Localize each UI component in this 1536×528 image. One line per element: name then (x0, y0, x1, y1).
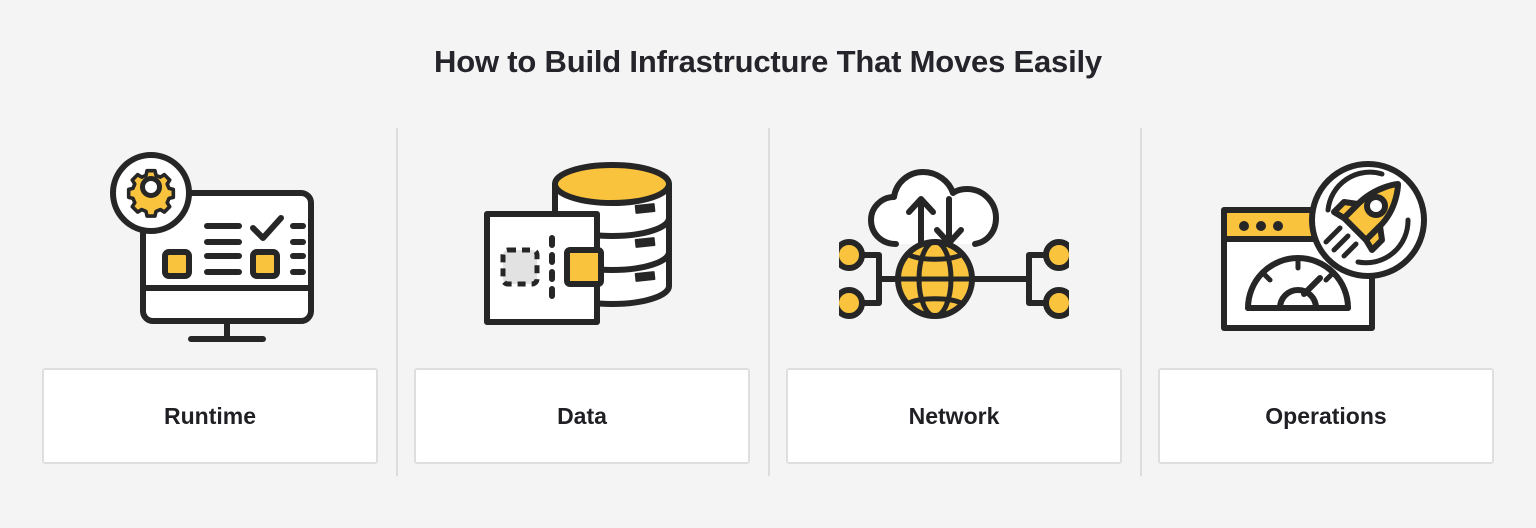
migration-card (484, 210, 604, 325)
operations-icon-wrap (1140, 128, 1512, 368)
category-label-runtime[interactable]: Runtime (42, 368, 378, 464)
node-dots-left (839, 238, 865, 319)
connector-lines-right (972, 251, 1052, 306)
browser-gauge-rocket-icon (1221, 161, 1427, 331)
gear-icon (126, 168, 175, 218)
connector-lines-left (856, 251, 898, 306)
orbit-arcs (1325, 169, 1411, 266)
cloud-globe-network-icon (839, 168, 1069, 319)
database-with-card-icon (484, 161, 672, 325)
rocket-icon (1323, 169, 1411, 266)
yellow-square (564, 246, 604, 287)
category-label-text: Network (908, 402, 1000, 429)
category-column-runtime: Runtime (24, 128, 396, 478)
category-columns: Runtime (24, 128, 1512, 478)
dashed-square (500, 247, 540, 286)
category-label-text: Data (557, 402, 607, 429)
category-label-data[interactable]: Data (414, 368, 750, 464)
page-title: How to Build Infrastructure That Moves E… (434, 44, 1102, 79)
globe-icon (895, 238, 975, 319)
category-label-network[interactable]: Network (786, 368, 1122, 464)
data-icon-wrap (396, 128, 768, 368)
network-icon-wrap (768, 128, 1140, 368)
node-dots-right (1043, 238, 1069, 319)
runtime-icon-wrap (24, 128, 396, 368)
category-label-text: Operations (1265, 402, 1387, 429)
speedometer-gauge (1245, 255, 1351, 311)
title-bar-dots (1239, 221, 1283, 231)
category-column-operations: Operations (1140, 128, 1512, 478)
disk-indicator-dashes (634, 202, 656, 282)
cloud-shape (868, 168, 999, 247)
category-column-data: Data (396, 128, 768, 478)
speed-lines (1323, 225, 1359, 259)
category-label-operations[interactable]: Operations (1158, 368, 1494, 464)
category-label-text: Runtime (164, 402, 256, 429)
category-column-network: Network (768, 128, 1140, 478)
monitor-with-gear-icon (109, 152, 314, 342)
